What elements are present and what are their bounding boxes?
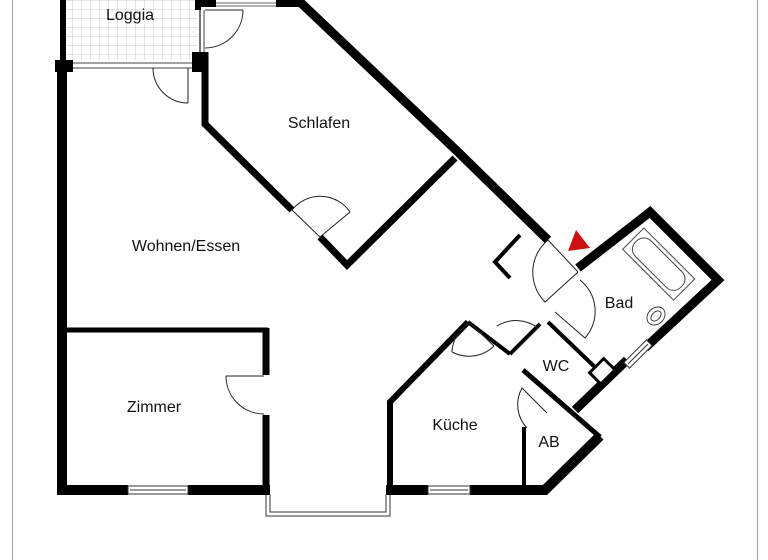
- room-label-zimmer: Zimmer: [126, 399, 182, 416]
- room-label-wohnen-essen: Wohnen/Essen: [131, 238, 241, 255]
- right-frame-line: [757, 0, 758, 560]
- room-label-wc: WC: [542, 358, 570, 375]
- door-loggia-living: [152, 67, 189, 104]
- shaft: [587, 356, 618, 387]
- windows: [127, 339, 653, 495]
- doors: [225, 195, 596, 429]
- bathtub-icon: [621, 227, 696, 301]
- room-label-schlafen: Schlafen: [287, 115, 351, 132]
- room-label-bad: Bad: [604, 295, 634, 312]
- door-loggia-schlafen: [204, 2, 278, 49]
- loggia-floor: [60, 0, 201, 66]
- walls: [57, 0, 725, 495]
- room-label-loggia: Loggia: [105, 7, 155, 24]
- room-label-ab: AB: [538, 434, 560, 451]
- room-label-kueche: Küche: [432, 417, 478, 434]
- left-frame-line: [12, 0, 13, 560]
- bay-window: [265, 495, 391, 517]
- entrance-marker-icon: [568, 230, 590, 251]
- washbasin-icon: [646, 306, 666, 326]
